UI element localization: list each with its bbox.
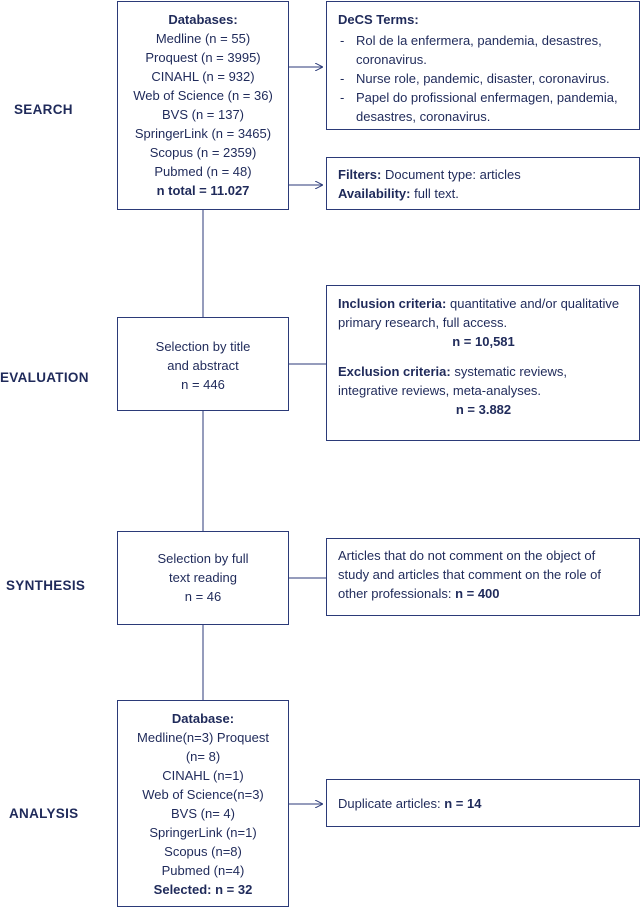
decs-term: Papel do profissional enfermagen, pandem… bbox=[338, 88, 629, 126]
availability-line: Availability: full text. bbox=[338, 184, 629, 203]
exclusion-text: systematic reviews, integrative reviews,… bbox=[338, 364, 568, 398]
title-abstract-box: Selection by title and abstract n = 446 bbox=[117, 317, 289, 411]
stage-label-analysis: ANALYSIS bbox=[9, 806, 79, 821]
database-item: CINAHL (n = 932) bbox=[151, 69, 255, 84]
inclusion-criteria: Inclusion criteria: quantitative and/or … bbox=[338, 294, 629, 332]
selected-db-item: BVS (n= 4) bbox=[171, 806, 235, 821]
inclusion-label: Inclusion criteria: bbox=[338, 296, 447, 311]
database-item: Proquest (n = 3995) bbox=[145, 50, 261, 65]
filters-label: Filters: bbox=[338, 167, 382, 182]
duplicates-box: Duplicate articles: n = 14 bbox=[326, 779, 640, 827]
title-abstract-count: n = 446 bbox=[181, 377, 225, 392]
databases-title: Databases: bbox=[168, 12, 238, 27]
inclusion-text: quantitative and/or qualitative primary … bbox=[338, 296, 620, 330]
duplicates-label: Duplicate articles: bbox=[338, 796, 441, 811]
full-text-line2: text reading bbox=[169, 570, 237, 585]
database-item: Pubmed (n = 48) bbox=[154, 164, 252, 179]
exclusion-criteria: Exclusion criteria: systematic reviews, … bbox=[338, 362, 629, 400]
database-item: Medline (n = 55) bbox=[155, 31, 251, 46]
selected-db-title: Database: bbox=[171, 711, 235, 726]
full-text-box: Selection by full text reading n = 46 bbox=[117, 531, 289, 625]
stage-label-synthesis: SYNTHESIS bbox=[6, 578, 86, 593]
selected-total: Selected: n = 32 bbox=[153, 882, 253, 897]
exclusion-label: Exclusion criteria: bbox=[338, 364, 451, 379]
excluded-text: Articles that do not comment on the obje… bbox=[338, 548, 602, 601]
stage-label-search: SEARCH bbox=[14, 102, 73, 117]
filters-value: Document type: articles bbox=[381, 167, 521, 182]
decs-term-list: Rol de la enfermera, pandemia, desastres… bbox=[338, 31, 629, 126]
selected-db-item: Web of Science(n=3) bbox=[142, 787, 264, 802]
filters-box: Filters: Document type: articles Availab… bbox=[326, 157, 640, 210]
selected-db-item: Pubmed (n=4) bbox=[161, 863, 245, 878]
decs-term: Nurse role, pandemic, disaster, coronavi… bbox=[338, 69, 629, 88]
duplicates-count: n = 14 bbox=[440, 796, 482, 811]
selected-db-item: Scopus (n=8) bbox=[164, 844, 242, 859]
exclusion-count: n = 3.882 bbox=[455, 402, 512, 417]
excluded-articles-box: Articles that do not comment on the obje… bbox=[326, 538, 640, 616]
database-item: Web of Science (n = 36) bbox=[133, 88, 273, 103]
database-item: BVS (n = 137) bbox=[161, 107, 245, 122]
full-text-count: n = 46 bbox=[184, 589, 222, 604]
selected-db-item: Medline(n=3) Proquest bbox=[137, 730, 269, 745]
decs-term: Rol de la enfermera, pandemia, desastres… bbox=[338, 31, 629, 69]
stage-label-evaluation: EVALUATION bbox=[0, 370, 89, 385]
full-text-line1: Selection by full bbox=[157, 551, 249, 566]
title-abstract-line2: and abstract bbox=[167, 358, 239, 373]
title-abstract-line1: Selection by title bbox=[155, 339, 251, 354]
selected-db-item: SpringerLink (n=1) bbox=[149, 825, 257, 840]
decs-title: DeCS Terms: bbox=[338, 12, 419, 27]
selected-database-box: Database: Medline(n=3) Proquest (n= 8) C… bbox=[117, 700, 289, 907]
filters-line: Filters: Document type: articles bbox=[338, 165, 629, 184]
selected-db-item: (n= 8) bbox=[185, 749, 221, 764]
excluded-count: n = 400 bbox=[451, 586, 500, 601]
databases-total: n total = 11.027 bbox=[156, 183, 250, 198]
inclusion-count: n = 10,581 bbox=[452, 334, 515, 349]
decs-terms-box: DeCS Terms: Rol de la enfermera, pandemi… bbox=[326, 1, 640, 130]
criteria-box: Inclusion criteria: quantitative and/or … bbox=[326, 285, 640, 441]
availability-label: Availability: bbox=[338, 186, 411, 201]
database-item: Scopus (n = 2359) bbox=[149, 145, 257, 160]
selected-db-item: CINAHL (n=1) bbox=[162, 768, 244, 783]
databases-box: Databases: Medline (n = 55) Proquest (n … bbox=[117, 1, 289, 210]
database-item: SpringerLink (n = 3465) bbox=[134, 126, 272, 141]
availability-value: full text. bbox=[410, 186, 459, 201]
